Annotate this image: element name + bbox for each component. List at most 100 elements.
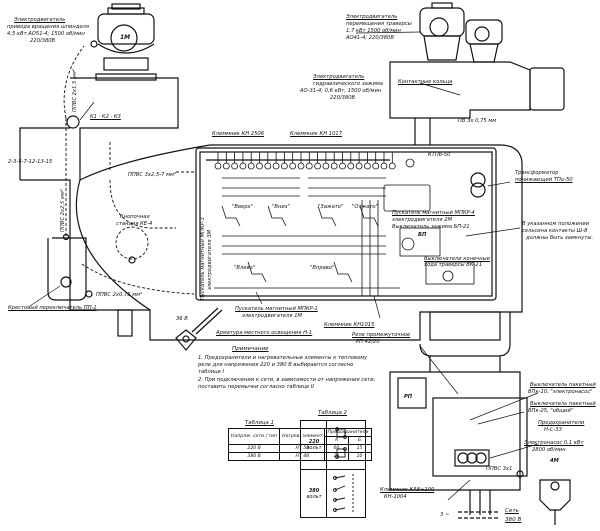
starter-1m-label: Пускатель магнитный МПКР-1 (235, 306, 318, 312)
local-light-fixture (175, 307, 223, 351)
hydraulic-motor-line2: АО-31-4; 0,6 кВт, 1500 об/мин (300, 88, 382, 94)
terminal-circle (272, 162, 280, 170)
terminal-bottom-label-2: КН-1004 (384, 494, 407, 500)
switch-main-label-2: ВПк-25, "общий" (528, 408, 574, 414)
starter-3m-label-2: электродвигателя 3М (207, 230, 213, 290)
traverse-motor (419, 2, 465, 61)
terminal-row (214, 152, 396, 170)
terminal-circle (347, 162, 355, 170)
junction-box (66, 115, 80, 129)
switch-pump-label: Выключатель пакетный (530, 382, 596, 388)
table2-unit: вольт (306, 445, 322, 451)
network-voltage: 380 В (505, 517, 522, 523)
terminal-kn1015-label: Клеммник КН1015 (324, 322, 375, 328)
cable-ppvs-left: ППВС 2х2,5 мм² (60, 189, 66, 232)
terminal-circle (314, 162, 322, 170)
fuses-label: Предохранители (538, 420, 585, 426)
note-item-1: 1. Предохранители и нагревательные элеме… (198, 355, 368, 375)
mode-right-label: "Вправо" (310, 265, 335, 271)
relay-intermediate-label: Реле промежуточное (352, 332, 411, 338)
hydraulic-motor-line3: 220/380В (330, 95, 356, 101)
notes-heading: Примечание (232, 346, 269, 352)
transformer (470, 172, 486, 198)
mode-up-label: "Вверх" (232, 204, 253, 210)
terminal-circle (289, 162, 297, 170)
light-fixture-label: Арматура местного освещения Н-1 (216, 330, 313, 336)
traverse-motor-title: Электродвигатель (346, 14, 398, 20)
starter-3m-label: Пускатель магнитный МПКР-3 (200, 217, 206, 300)
table2-voltage: 380 (308, 488, 320, 494)
terminal-kn2506-label: Клеммник КН 2506 (212, 131, 264, 137)
terminal-circle (322, 162, 330, 170)
switch-clamp-label: Выключатель зажима БП-21 (392, 224, 470, 230)
transformer-label: Трансформатор (515, 170, 559, 176)
lamp-voltage: 36 В (176, 316, 188, 322)
pump-motor-line1: 2800 об/мин (532, 447, 566, 453)
pump-motor-designator: 4М (550, 458, 559, 464)
button-station-label: Кнопочная (120, 214, 150, 220)
cable-ppvs-box: ППВС 3х1 (486, 466, 513, 472)
button-station-junction (128, 256, 136, 264)
internal-wiring (214, 158, 475, 296)
switch-pump-label-2: ВПк-10, "электронасос" (528, 389, 593, 395)
spindle-motor-designator: 1М (120, 34, 131, 41)
terminal-circle (280, 162, 288, 170)
table2-voltage: 220 (308, 439, 320, 445)
note-position-3: должны быть замкнуты. (526, 235, 594, 241)
terminal-circle (305, 162, 313, 170)
starter-2m-label: Пускатель магнитный МПКР-4 (392, 210, 475, 216)
pump-motor-title: Электронасос 0,1 кВт (524, 440, 584, 446)
table2-title: Таблица 2 (318, 410, 347, 416)
terminal-circle (214, 162, 222, 170)
starter-2m-label-2: электродвигателя 2М (392, 217, 452, 223)
terminal-circle (355, 162, 363, 170)
spindle-motor-line2: 4,5 кВт АО51-4; 1500 об/мин (7, 31, 85, 37)
table1-cell: НТ 48 (279, 452, 326, 461)
hydraulic-motor (465, 19, 503, 63)
table2-jumper-220 (335, 427, 347, 459)
contact-rings-label: Контактные кольца (398, 79, 453, 85)
button-station (63, 45, 196, 295)
terminal-circle (339, 162, 346, 170)
table-1: Напряж. сети / тип Нагрев. элемент Предо… (227, 428, 372, 461)
contacts-sum-label: К1 · К2 · К3 (90, 114, 121, 120)
traverse-motor-line1: перемещения траверсы (346, 21, 412, 27)
wire-numbers: 2-3-5-7-12-13-15 (8, 159, 53, 165)
traverse-motor-line2: 1,7 кВт 1500 об/мин (346, 28, 401, 34)
table2-unit: вольт (306, 494, 322, 500)
leader-lines (29, 31, 539, 501)
column-base (389, 311, 528, 519)
machine-body (19, 77, 523, 341)
button-station-label-2: станция КЕ-4 (116, 221, 153, 227)
terminal-bottom-label: Клеммник КА8+100 (380, 487, 435, 493)
terminal-circle (222, 162, 230, 170)
ground-label: 3 ~ (440, 512, 450, 518)
spindle-motor-line1: привода вращения шпинделя (7, 24, 89, 30)
table2-jumper-380 (333, 474, 354, 514)
cable-ppvs-mid: ППВС 3х2,5-7 мм² (128, 172, 176, 178)
table1-cell: 10 (347, 452, 372, 461)
mode-down-label: "Вниз" (272, 204, 290, 210)
terminal-circle (363, 162, 371, 170)
traverse-motor-line3: АО41-4; 220/380В (346, 35, 394, 41)
cable-ppvs-low: ППВС 2х0,75 мм² (96, 292, 143, 298)
terminal-circle (388, 162, 396, 170)
terminal-circle (380, 162, 388, 170)
switch-main-label: Выключатель пакетный (530, 401, 596, 407)
end-switches-label: Выключатели конечные (424, 256, 490, 262)
note-position: В указанном положении (522, 221, 590, 227)
note-item-2: 2. При подключении к сети, в зависимости… (198, 377, 376, 390)
hydraulic-motor-line1: гидравлического зажима (313, 81, 383, 87)
spindle-motor (90, 3, 157, 81)
cable-pvs-label: ПВ 3х 0,75 мм (458, 118, 497, 124)
cable-ppvs-top: ППВС 2х1,5 мм² (72, 69, 78, 112)
mode-left-label: "Влево" (234, 265, 256, 271)
spindle-motor-line3: 220/380В (30, 38, 56, 44)
spindle-motor-title: Электродвигатель (14, 17, 66, 23)
transformer-label-2: понижающий ТПо-50 (515, 177, 573, 183)
table1-title: Таблица 1 (245, 420, 274, 426)
network-label: Сеть (505, 508, 519, 514)
